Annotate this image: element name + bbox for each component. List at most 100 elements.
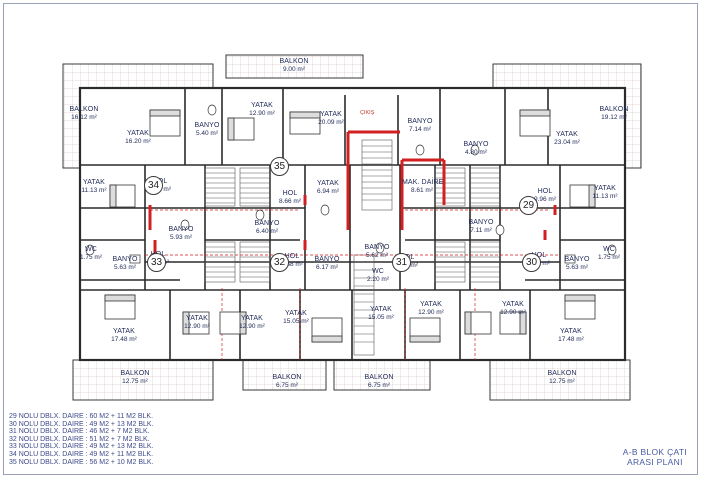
room-name: BALKON bbox=[547, 370, 577, 377]
balcony-bottom-right bbox=[489, 359, 631, 401]
unit-badge-30: 30 bbox=[522, 253, 541, 272]
room-name: YATAK bbox=[556, 131, 578, 138]
red-walls bbox=[148, 130, 557, 260]
stair-central bbox=[353, 139, 393, 356]
room-name: BANYO bbox=[463, 141, 489, 148]
room-area: 5.63 m² bbox=[113, 264, 137, 271]
beds bbox=[104, 109, 596, 343]
room-area: 12.90 m² bbox=[418, 309, 444, 316]
room-name: BANYO bbox=[168, 226, 194, 233]
room-name: YATAK bbox=[594, 185, 616, 192]
balcony-bottom-c1 bbox=[242, 359, 327, 391]
stair-2 bbox=[239, 167, 271, 207]
room-area: 8.61 m² bbox=[410, 187, 434, 194]
room-area: 15.05 m² bbox=[283, 318, 309, 325]
room-area: 12.90 m² bbox=[249, 110, 275, 117]
legend-row-31: 31 NOLU DBLX. DAIRE : 46 M2 + 7 M2 BLK. bbox=[9, 428, 150, 436]
room-area: 8.58 m² bbox=[280, 261, 304, 268]
room-name: YATAK bbox=[502, 301, 524, 308]
unit-badge-35: 35 bbox=[270, 157, 289, 176]
stair-3 bbox=[434, 167, 466, 207]
unit-badge-29: 29 bbox=[519, 196, 538, 215]
room-name: YATAK bbox=[285, 310, 307, 317]
room-area: 2.20 m² bbox=[366, 276, 390, 283]
room-area: 5.40 m² bbox=[195, 130, 219, 137]
room-name: HOL bbox=[282, 190, 298, 197]
room-name: BALKON bbox=[120, 370, 150, 377]
room-name: BANYO bbox=[194, 122, 220, 129]
room-name: HOL bbox=[537, 188, 553, 195]
plan-title: A-B BLOK ÇATI ARASI PLANI bbox=[623, 447, 687, 467]
room-area: 6.75 m² bbox=[275, 382, 299, 389]
legend-row-30: 30 NOLU DBLX. DAIRE : 49 M2 + 13 M2 BLK. bbox=[9, 420, 154, 428]
room-name: YATAK bbox=[113, 328, 135, 335]
room-name: YATAK bbox=[420, 301, 442, 308]
room-area: 12.75 m² bbox=[122, 378, 148, 385]
room-area: 23.04 m² bbox=[554, 139, 580, 146]
stair-7 bbox=[434, 241, 466, 283]
room-area: 17.48 m² bbox=[111, 336, 137, 343]
room-name: YATAK bbox=[317, 180, 339, 187]
stair-4 bbox=[469, 167, 501, 207]
room-name: YATAK bbox=[83, 179, 105, 186]
room-area: 20.09 m² bbox=[318, 119, 344, 126]
legend-row-32: 32 NOLU DBLX. DAIRE : 51 M2 + 7 M2 BLK. bbox=[9, 435, 150, 443]
room-area: 19.12 m² bbox=[601, 114, 627, 121]
room-area: 15.05 m² bbox=[368, 314, 394, 321]
room-area: 9.00 m² bbox=[282, 66, 306, 73]
room-name: YATAK bbox=[186, 315, 208, 322]
stair-1 bbox=[204, 167, 236, 207]
plan-title-line2: ARASI PLANI bbox=[627, 457, 683, 467]
legend-row-29: 29 NOLU DBLX. DAIRE : 60 M2 + 11 M2 BLK. bbox=[9, 413, 154, 420]
room-name: YATAK bbox=[370, 306, 392, 313]
room-area: 1.75 m² bbox=[79, 254, 103, 261]
room-area: 12.75 m² bbox=[549, 378, 575, 385]
room-area: 5.62 m² bbox=[365, 252, 389, 259]
room-area: 17.48 m² bbox=[558, 336, 584, 343]
room-area: 5.93 m² bbox=[169, 234, 193, 241]
room-area: 6.75 m² bbox=[367, 382, 391, 389]
room-name: WC bbox=[85, 246, 97, 253]
unit-badge-34: 34 bbox=[144, 176, 163, 195]
room-name: BANYO bbox=[407, 118, 433, 125]
room-area: 16.20 m² bbox=[125, 138, 151, 145]
unit-legend: 29 NOLU DBLX. DAIRE : 60 M2 + 11 M2 BLK.… bbox=[9, 413, 154, 466]
legend-row-34: 34 NOLU DBLX. DAIRE : 49 M2 + 11 M2 BLK. bbox=[9, 450, 154, 458]
legend-row-33: 33 NOLU DBLX. DAIRE : 49 M2 + 13 M2 BLK. bbox=[9, 443, 154, 451]
room-name: BANYO bbox=[468, 219, 494, 226]
room-area: 7.14 m² bbox=[408, 126, 432, 133]
room-name: YATAK bbox=[560, 328, 582, 335]
room-name: BALKON bbox=[69, 106, 99, 113]
balcony-bottom-c2 bbox=[333, 359, 431, 391]
room-name: HOL bbox=[531, 252, 547, 259]
plan-title-line1: A-B BLOK ÇATI bbox=[622, 447, 687, 457]
